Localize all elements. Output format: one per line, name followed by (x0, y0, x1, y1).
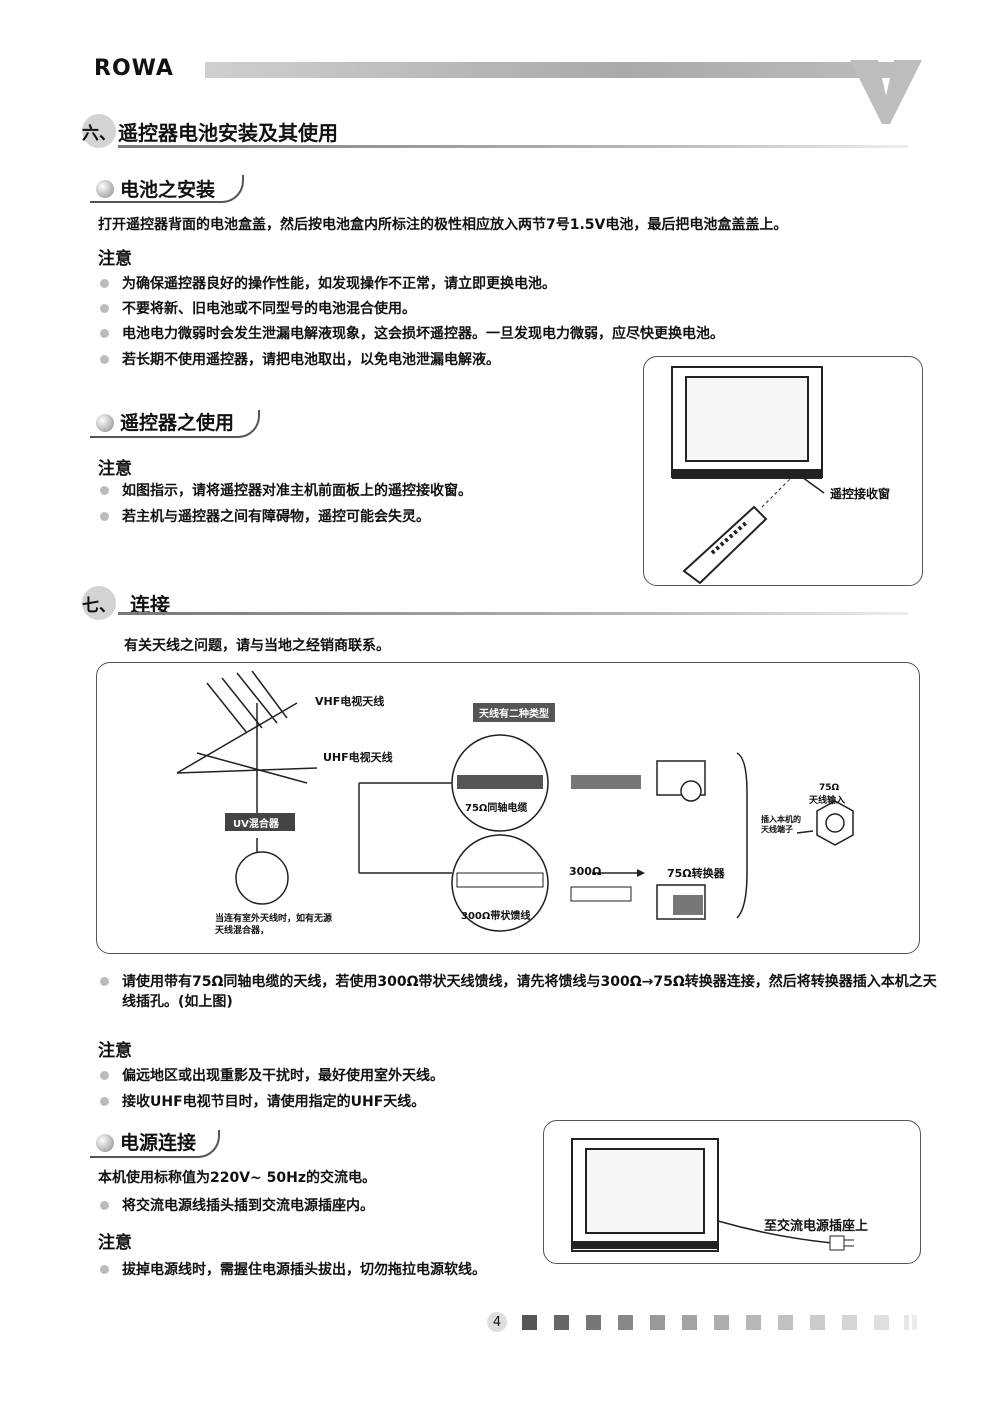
subsection-heading: 遥控器之使用 (120, 412, 235, 434)
note-label: 注意 (98, 459, 132, 479)
note-item: 若主机与遥控器之间有障碍物，遥控可能会失灵。 (98, 507, 430, 527)
input-bottom-label: 天线输入 (809, 796, 846, 806)
converter-label: 75Ω转换器 (667, 867, 725, 880)
footer-square (810, 1315, 825, 1330)
footer-square (842, 1315, 857, 1330)
power-body: 本机使用标称值为220V~ 50Hz的交流电。 (98, 1170, 377, 1186)
note-item: 电池电力微弱时会发生泄漏电解液现象，这会损坏遥控器。一旦发现电力微弱，应尽快更换… (98, 324, 724, 344)
figure-label: 至交流电源插座上 (764, 1219, 869, 1234)
note-item: 为确保遥控器良好的操作性能，如发现操作不正常，请立即更换电池。 (98, 274, 556, 294)
heading-arc (90, 175, 244, 203)
footer-square (650, 1315, 665, 1330)
subsection-heading: 电池之安装 (120, 179, 216, 201)
input-top-label: 75Ω (819, 783, 840, 793)
heading-arc (90, 1130, 220, 1158)
antenna-illustration (176, 670, 854, 932)
mixer-label: UV混合器 (233, 819, 279, 830)
power-bullet: 将交流电源线插头插到交流电源插座内。 (98, 1196, 374, 1216)
section-title: 遥控器电池安装及其使用 (118, 121, 338, 145)
tv-remote-illustration (671, 366, 825, 585)
section-rule (118, 612, 908, 615)
header-bar (205, 62, 905, 78)
footer-square (554, 1315, 569, 1330)
footer-square (586, 1315, 601, 1330)
footer-square (904, 1315, 909, 1330)
note-label: 注意 (98, 1041, 132, 1061)
heading-arc (90, 410, 260, 438)
section-number: 六、 (82, 114, 116, 148)
brand-logo: ROWA (94, 56, 174, 81)
battery-body: 打开遥控器背面的电池盒盖，然后按电池盒内所标注的极性相应放入两节7号1.5V电池… (98, 217, 788, 233)
section-number: 七、 (82, 586, 116, 620)
footer-square (714, 1315, 729, 1330)
tv-power-illustration (571, 1138, 854, 1252)
footer-square (874, 1315, 889, 1330)
note-item: 若长期不使用遥控器，请把电池取出，以免电池泄漏电解液。 (98, 350, 500, 370)
note-label: 注意 (98, 249, 132, 269)
note-label: 注意 (98, 1233, 132, 1253)
footer-square (778, 1315, 793, 1330)
antenna-types-label: 天线有二种类型 (473, 703, 555, 722)
note-item: 如图指示，请将遥控器对准主机前面板上的遥控接收窗。 (98, 481, 472, 501)
note-item: 偏远地区或出现重影及干扰时，最好使用室外天线。 (98, 1066, 444, 1086)
section-intro: 有关天线之问题，请与当地之经销商联系。 (124, 638, 390, 654)
footer-square (746, 1315, 761, 1330)
footer-square (522, 1315, 537, 1330)
footer-square (618, 1315, 633, 1330)
section-rule (118, 145, 908, 148)
ribbon-left-label: 300Ω (569, 865, 602, 878)
coax-label: 75Ω同轴电缆 (465, 803, 528, 814)
plug-note: 插入本机的天线端子 (761, 815, 801, 834)
note-item: 拔掉电源线时，需握住电源插头拔出，切勿拖拉电源软线。 (98, 1260, 486, 1280)
subsection-heading: 电源连接 (120, 1132, 197, 1154)
note-item: 接收UHF电视节目时，请使用指定的UHF天线。 (98, 1092, 425, 1112)
remote-figure: 遥控接收窗 (643, 356, 923, 586)
antenna-diagram: VHF电视天线 UHF电视天线 UV混合器 当连有室外天线时，如有无源天线混合器… (96, 662, 920, 954)
uhf-label: UHF电视天线 (323, 751, 393, 764)
ribbon-label: 300Ω带状馈线 (461, 911, 531, 922)
power-figure: 至交流电源插座上 (543, 1120, 921, 1264)
note-item: 不要将新、旧电池或不同型号的电池混合使用。 (98, 299, 416, 319)
mixer-note: 当连有室外天线时，如有无源天线混合器， (215, 914, 333, 936)
footer-square (682, 1315, 697, 1330)
figure-label: 遥控接收窗 (830, 487, 891, 501)
footer-square (912, 1315, 917, 1330)
antenna-body: 请使用带有75Ω同轴电缆的天线，若使用300Ω带状天线馈线，请先将馈线与300Ω… (98, 972, 948, 1012)
vhf-label: VHF电视天线 (315, 695, 385, 708)
page-number: 4 (487, 1312, 507, 1332)
chevron-decoration (850, 60, 922, 124)
